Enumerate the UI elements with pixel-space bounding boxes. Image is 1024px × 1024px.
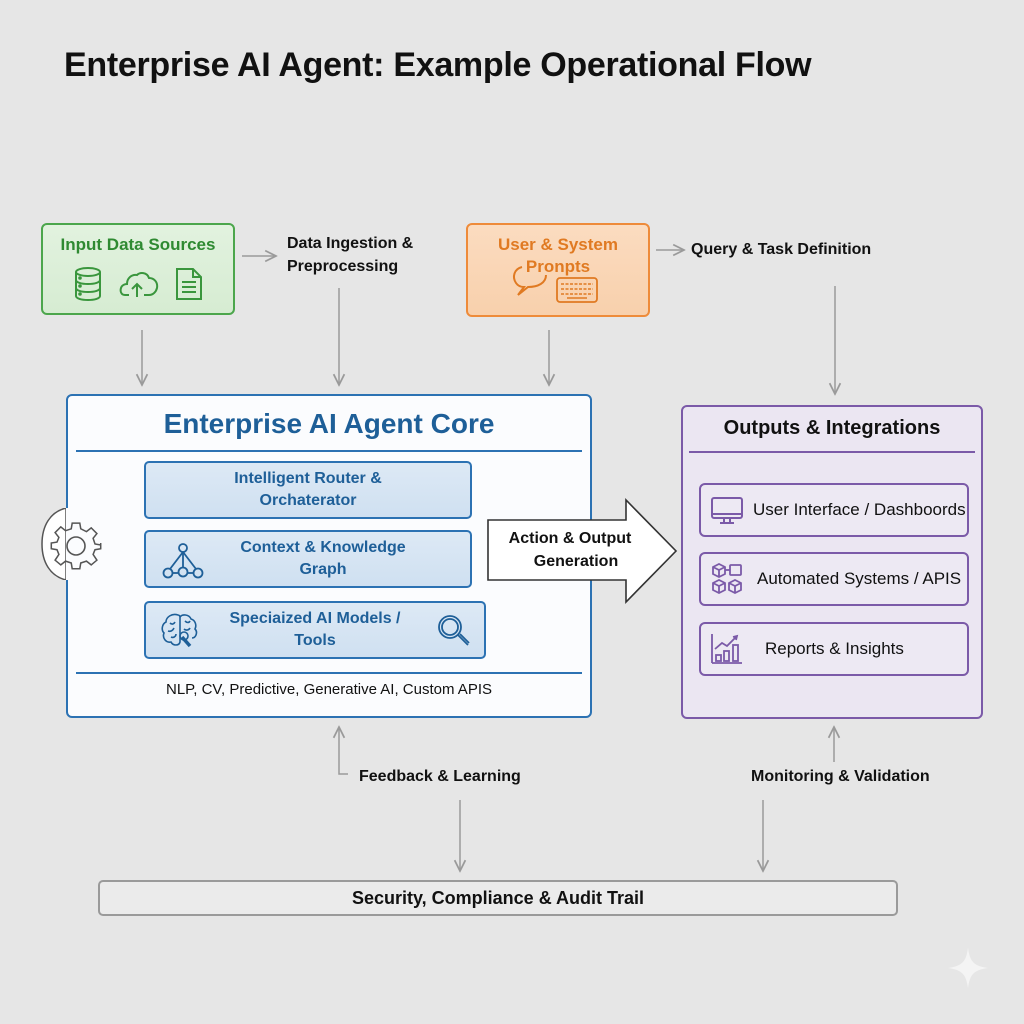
cloud-upload-icon bbox=[119, 272, 159, 297]
ingestion-label: Data Ingestion & Preprocessing bbox=[287, 232, 413, 278]
module-models-line2: Tools bbox=[294, 632, 336, 649]
input-data-sources-label: Input Data Sources bbox=[60, 235, 216, 254]
output-item-label: Reports & Insights bbox=[765, 639, 904, 658]
module-knowledge-line2: Graph bbox=[299, 561, 347, 578]
page-title: Enterprise AI Agent: Example Operational… bbox=[64, 46, 812, 84]
database-icon bbox=[75, 267, 101, 301]
magnifier-icon bbox=[438, 615, 470, 646]
query-task-label: Query & Task Definition bbox=[691, 241, 872, 258]
monitor-icon bbox=[711, 497, 743, 524]
action-output-line1: Action & Output bbox=[508, 530, 632, 547]
agent-core-panel: Enterprise AI Agent Core Intelligent Rou… bbox=[66, 394, 592, 718]
output-item-label: Automated Systems / APIS bbox=[757, 569, 962, 588]
module-specialized-models[interactable]: Speciaized AI Models / Tools bbox=[144, 601, 486, 659]
ingestion-label-line2: Preprocessing bbox=[287, 258, 399, 275]
security-compliance-bar[interactable]: Security, Compliance & Audit Trail bbox=[98, 880, 898, 916]
outputs-integrations-panel: Outputs & Integrations User Interface / … bbox=[681, 405, 983, 719]
brain-icon bbox=[161, 613, 198, 648]
module-router-line1: Intelligent Router & bbox=[234, 470, 382, 487]
keyboard-icon bbox=[556, 277, 598, 303]
knowledge-graph-icon bbox=[162, 543, 204, 579]
feedback-learning-label: Feedback & Learning bbox=[359, 768, 521, 785]
module-models-line1: Speciaized AI Models / bbox=[229, 610, 401, 627]
output-item-reports[interactable]: Reports & Insights bbox=[699, 622, 969, 676]
prompts-label: User & System Pronpts bbox=[468, 234, 648, 278]
module-router-line2: Orchaterator bbox=[259, 492, 357, 509]
module-router-orchestrator[interactable]: Intelligent Router & Orchaterator bbox=[144, 461, 472, 519]
monitoring-validation-label: Monitoring & Validation bbox=[751, 768, 930, 785]
cubes-icon bbox=[712, 562, 742, 595]
action-output-label: Action & Output Generation bbox=[500, 527, 640, 573]
output-item-automated-systems[interactable]: Automated Systems / APIS bbox=[699, 552, 969, 606]
action-output-arrow bbox=[487, 498, 678, 604]
gear-icon bbox=[41, 507, 110, 581]
outputs-heading: Outputs & Integrations bbox=[723, 417, 941, 439]
core-capabilities-text: NLP, CV, Predictive, Generative AI, Cust… bbox=[166, 681, 492, 698]
arrow-feedback-to-core bbox=[339, 727, 348, 775]
chart-icon bbox=[711, 634, 742, 664]
module-knowledge-graph[interactable]: Context & Knowledge Graph bbox=[144, 530, 472, 588]
user-system-prompts-box[interactable]: User & System Pronpts bbox=[466, 223, 650, 317]
outputs-divider bbox=[689, 451, 975, 453]
prompts-label-line2: Pronpts bbox=[525, 257, 591, 276]
core-divider-top bbox=[76, 450, 582, 452]
prompts-label-line1: User & System bbox=[497, 235, 618, 254]
ingestion-label-line1: Data Ingestion & bbox=[287, 235, 414, 252]
module-knowledge-line1: Context & Knowledge bbox=[240, 539, 406, 556]
agent-core-heading: Enterprise AI Agent Core bbox=[163, 408, 495, 439]
chat-bubble-icon bbox=[513, 266, 547, 296]
sparkle-icon bbox=[948, 948, 988, 988]
core-divider-bottom bbox=[76, 672, 582, 674]
input-data-sources-box[interactable]: Input Data Sources bbox=[41, 223, 235, 315]
output-item-dashboards[interactable]: User Interface / Dashboords bbox=[699, 483, 969, 537]
gear-badge bbox=[40, 507, 110, 581]
action-output-line2: Generation bbox=[533, 553, 619, 570]
document-icon bbox=[176, 268, 202, 300]
output-item-label: User Interface / Dashboords bbox=[753, 500, 966, 519]
